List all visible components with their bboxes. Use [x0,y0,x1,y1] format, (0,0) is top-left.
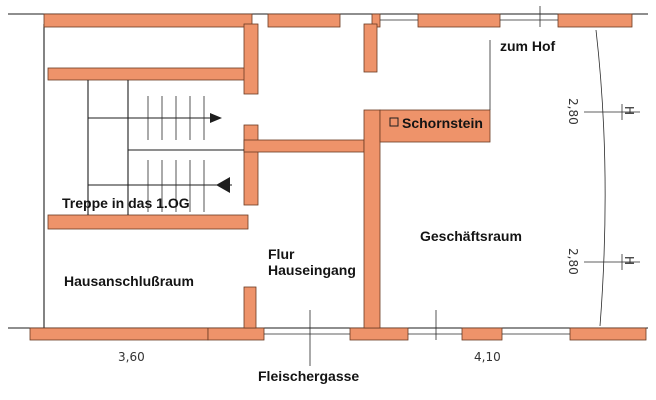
stair-arrow-up [210,113,222,123]
dimension-window-top: 2,80 [566,98,580,125]
window-marker-top: H [622,106,636,116]
dimension-window-bottom: 2,80 [566,248,580,275]
window-marker-bottom: H [622,256,636,266]
wall-bottom-pier [461,327,503,341]
label-hauseingang: Hauseingang [268,262,356,278]
wall-bottom-mid [349,327,409,341]
bay-arc [595,29,606,327]
label-fleischergasse: Fleischergasse [258,368,360,384]
wall-bottom-right [569,327,647,341]
wall-flur-west-upper [243,23,259,95]
label-hausanschlussraum: Hausanschlußraum [64,273,194,289]
wall-stair-top [47,67,249,81]
stair-arrow-down [216,177,230,193]
wall-top-pier-2 [417,13,501,28]
wall-top-mid [267,13,341,28]
stair-treads-bottom [147,160,205,212]
label-zum-hof: zum Hof [500,38,556,54]
stair-treads-top [147,96,205,140]
wall-flur-west-middle [243,124,259,206]
wall-flur-east [363,109,381,329]
wall-bottom-entrance-pier [207,327,265,341]
label-geschaeftsraum: Geschäftsraum [420,228,522,244]
wall-bottom-left [29,327,209,341]
dimension-left-width: 3,60 [118,350,145,364]
wall-top-left [43,13,253,28]
chimney-icon [389,117,399,127]
wall-flur-cross [243,139,365,153]
wall-top-right [557,13,633,28]
wall-flur-east-upper [363,23,378,73]
staircase [87,80,244,215]
label-treppe: Treppe in das 1.OG [62,195,190,211]
wall-flur-west-lower [243,286,257,329]
label-flur: Flur [268,246,295,262]
dimension-right-width: 4,10 [474,350,501,364]
label-schornstein: Schornstein [402,115,483,131]
wall-stair-bottom [47,214,249,230]
